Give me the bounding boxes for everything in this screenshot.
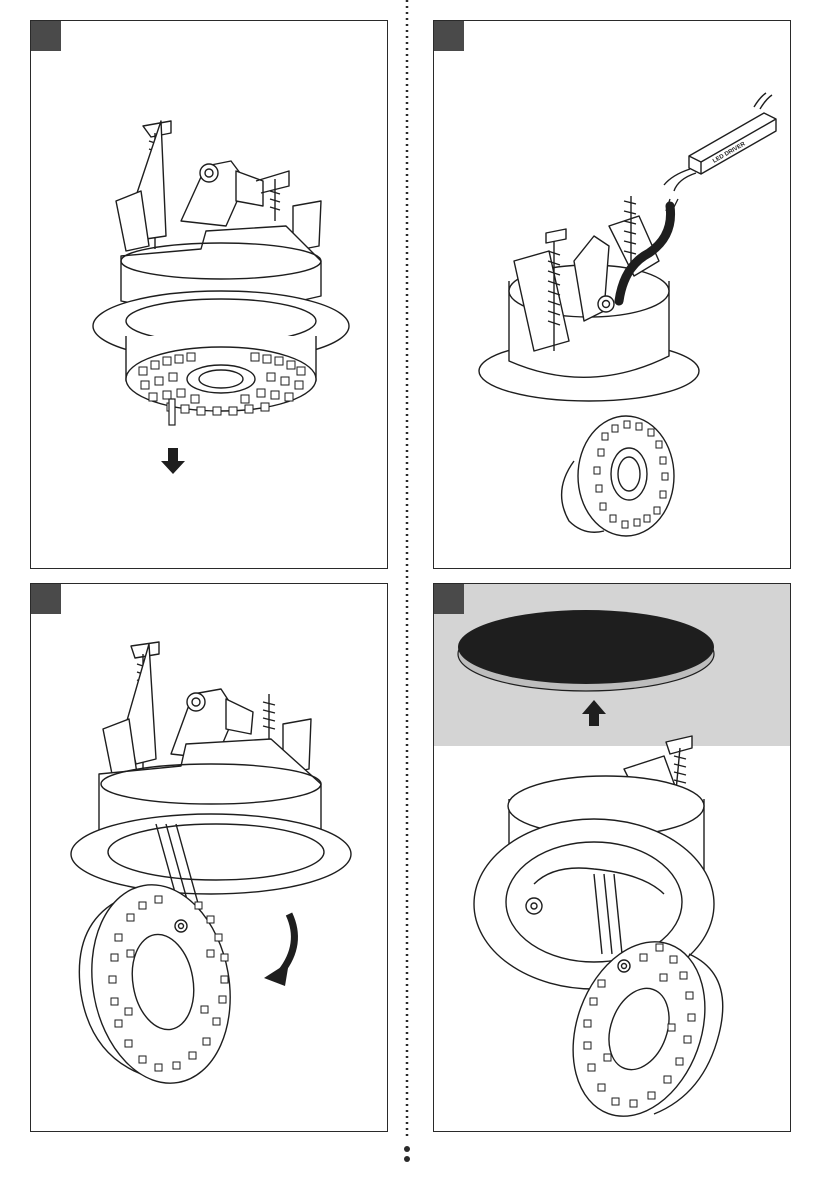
step-4-illustration [434,584,791,1132]
step-1-illustration [31,21,388,569]
page-dot-1 [404,1146,410,1152]
down-arrow-icon [161,448,185,474]
page-dot-2 [404,1156,410,1162]
panel-divider [405,0,409,1140]
step-3-panel [30,583,388,1132]
step-1-panel [30,20,388,569]
step-4-panel [433,583,791,1132]
step-2-panel: LED DRIVER [433,20,791,569]
step-2-illustration: LED DRIVER [434,21,791,569]
step-3-illustration [31,584,388,1132]
up-arrow-icon [582,700,606,726]
